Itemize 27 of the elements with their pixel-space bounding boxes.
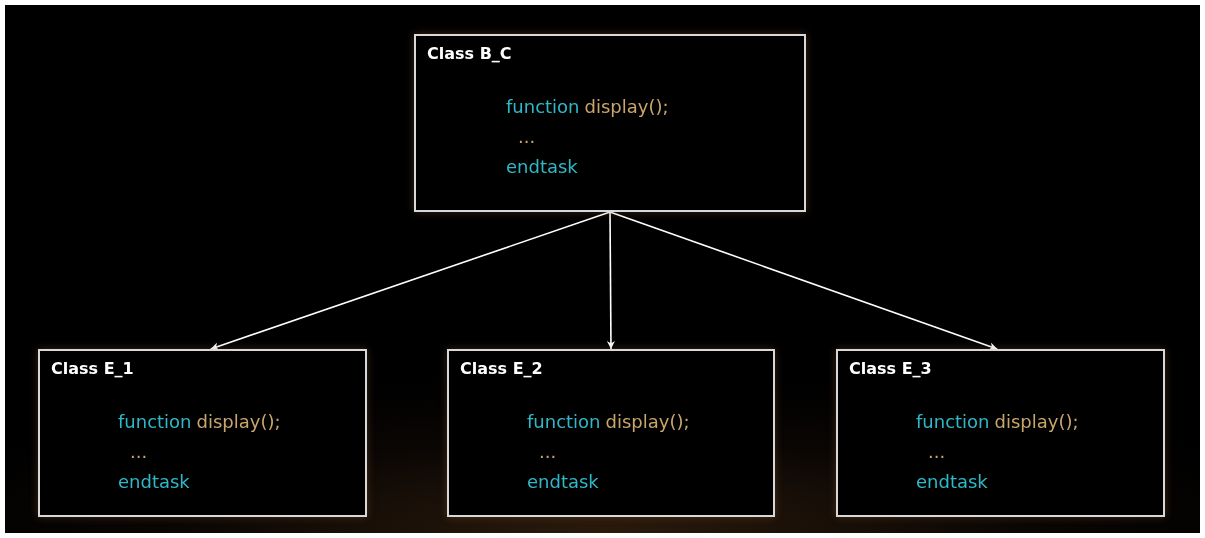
function-call-text: display(); — [584, 95, 669, 117]
class-name: Class E_1 — [51, 359, 134, 378]
keyword-text: function — [118, 410, 192, 432]
arrow — [609, 211, 998, 351]
keyword-text: endtask — [118, 470, 190, 492]
ellipsis-text: ... — [518, 125, 536, 147]
function-call-text: display(); — [605, 410, 690, 432]
keyword-text: function — [916, 410, 990, 432]
ellipsis-text: ... — [130, 440, 148, 462]
class-box — [38, 349, 367, 517]
function-call-text: display(); — [994, 410, 1079, 432]
class-box — [447, 349, 775, 517]
class-box — [836, 349, 1165, 517]
keyword-text: endtask — [916, 470, 988, 492]
keyword-text: endtask — [506, 155, 578, 177]
class-name: Class B_C — [427, 44, 512, 63]
keyword-text: endtask — [527, 470, 599, 492]
keyword-text: function — [506, 95, 580, 117]
arrow — [209, 211, 611, 351]
function-call-text: display(); — [196, 410, 281, 432]
ellipsis-text: ... — [928, 440, 946, 462]
class-box — [414, 34, 806, 212]
class-name: Class E_2 — [460, 359, 543, 378]
ellipsis-text: ... — [539, 440, 557, 462]
keyword-text: function — [527, 410, 601, 432]
arrow — [606, 211, 615, 350]
class-name: Class E_3 — [849, 359, 932, 378]
